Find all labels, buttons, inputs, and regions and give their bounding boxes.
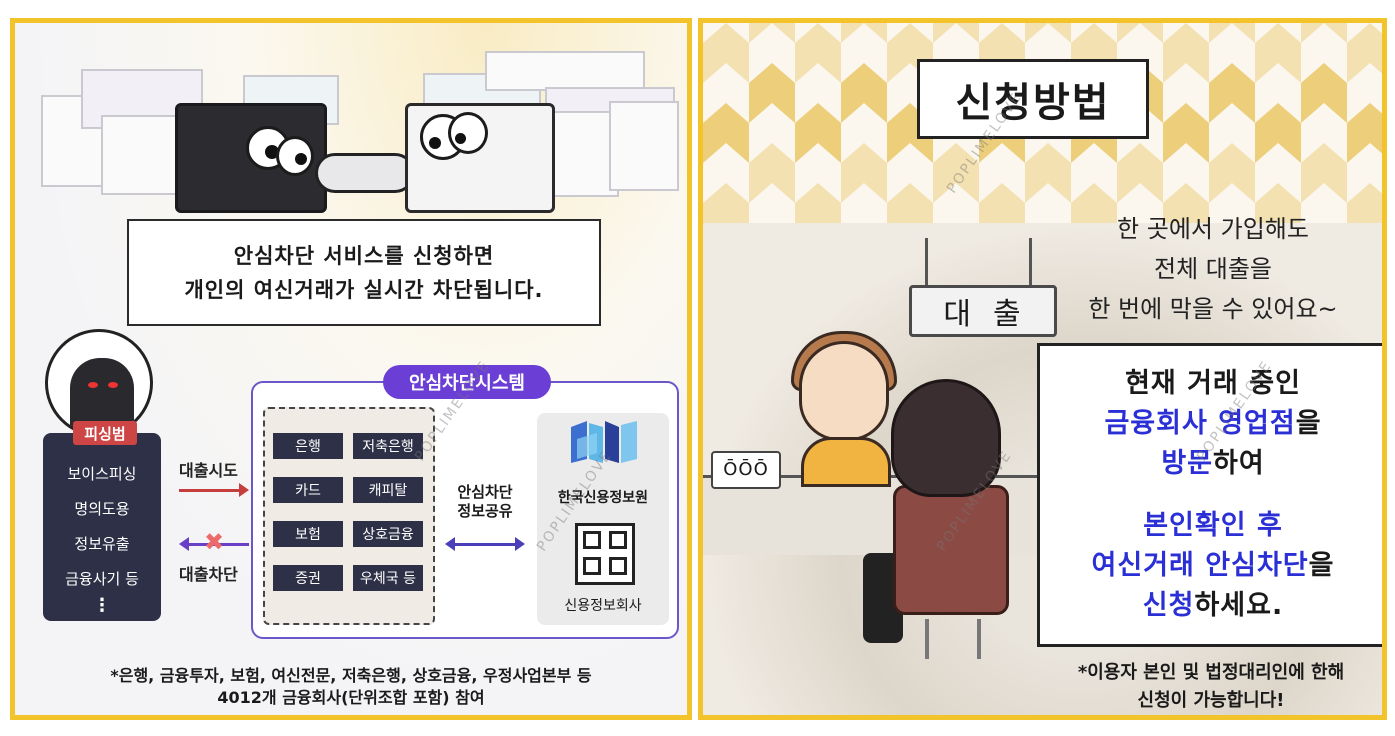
light-phone-character (405, 103, 555, 213)
background-document (609, 101, 679, 191)
teller-face (799, 341, 889, 441)
loan-attempt-label: 대출시도 (179, 461, 238, 480)
kcis-name: 한국신용정보원 (557, 490, 649, 506)
institution-cell: 카드 (273, 477, 343, 503)
institution-cell: 증권 (273, 565, 343, 591)
highlight-text: 신청 (1142, 590, 1195, 621)
intro-line-2: 개인의 여신거래가 실시간 차단됩니다. (184, 277, 544, 302)
background-document (485, 51, 645, 91)
kcis-box: 한국신용정보원 신용정보회사 (537, 413, 669, 625)
institution-cell: 우체국 등 (353, 565, 423, 591)
phishing-list-card: 보이스피싱 명의도용 정보유출 금융사기 등 ⋮ (43, 433, 161, 621)
instruction-line-5: 여신거래 안심차단을 (1092, 546, 1335, 586)
institution-cell: 상호금융 (353, 521, 423, 547)
page-title: 신청방법 (917, 59, 1149, 139)
plain-text: 을 (1308, 550, 1335, 581)
info-share-label: 안심차단 정보공유 (445, 483, 525, 521)
institution-cell: 은행 (273, 433, 343, 459)
dark-phone-character (175, 103, 327, 213)
phishing-tag: 피싱범 (73, 421, 137, 445)
bubble-text: 한 곳에서 가입해도 전체 대출을 한 번에 막을 수 있어요~ (1063, 209, 1363, 329)
bubble-line-2: 전체 대출을 (1153, 255, 1273, 283)
institution-cell: 보험 (273, 521, 343, 547)
chair-icon (893, 485, 1009, 615)
left-footnote: *은행, 금융투자, 보험, 여신전문, 저축은행, 상호금융, 우정사업본부 … (15, 665, 687, 709)
phishing-item: 금융사기 등 (65, 570, 139, 588)
teller-body (801, 437, 891, 487)
intro-text-box: 안심차단 서비스를 신청하면 개인의 여신거래가 실시간 차단됩니다. (127, 219, 601, 326)
left-footnote-line-2: 4012개 금융회사(단위조합 포함) 참여 (217, 688, 485, 707)
character-eye (276, 136, 314, 176)
loan-block-label: 대출차단 (179, 565, 238, 584)
handshake-illustration (315, 153, 415, 193)
right-footnote-line-2: 신청이 가능합니다! (1137, 690, 1285, 711)
loan-counter-sign: 대출 (909, 285, 1057, 337)
loan-attempt-arrow (179, 483, 249, 497)
more-dots: ⋮ (93, 595, 111, 616)
institution-cell: 저축은행 (353, 433, 423, 459)
kcis-logo-icon (571, 421, 637, 463)
instruction-line-4: 본인확인 후 (1143, 506, 1283, 546)
plain-text: 하여 (1213, 448, 1265, 479)
block-x-icon: ✖ (203, 528, 225, 556)
credit-bureau-name: 신용정보회사 (564, 598, 642, 614)
info-share-line-2: 정보공유 (457, 502, 513, 520)
loan-block-arrow (179, 537, 249, 551)
sign-wire (1029, 238, 1032, 288)
instruction-line-3: 방문하여 (1161, 444, 1264, 484)
highlight-text: 방문 (1161, 448, 1213, 479)
system-title: 안심차단시스템 (383, 365, 551, 399)
phishing-item: 명의도용 (74, 500, 130, 518)
sign-wire (925, 238, 928, 288)
right-footnote-line-1: *이용자 본인 및 법정대리인에 한해 (1077, 662, 1345, 683)
instruction-line-2: 금융회사 영업점을 (1104, 404, 1321, 444)
info-share-line-1: 안심차단 (457, 483, 513, 501)
right-footnote: *이용자 본인 및 법정대리인에 한해 신청이 가능합니다! (1033, 659, 1382, 715)
customer-head (891, 379, 1001, 497)
institution-cell: 캐피탈 (353, 477, 423, 503)
bubble-line-3: 한 번에 막을 수 있어요~ (1088, 295, 1338, 323)
highlight-text: 금융회사 영업점 (1104, 408, 1296, 439)
left-panel: 안심차단 서비스를 신청하면 개인의 여신거래가 실시간 차단됩니다. 피싱범 … (10, 18, 692, 720)
instruction-box: 현재 거래 중인 금융회사 영업점을 방문하여 본인확인 후 여신거래 안심차단… (1037, 343, 1382, 647)
character-eye (448, 112, 488, 154)
highlight-text: 본인확인 후 (1143, 510, 1283, 541)
plain-text: 하세요. (1194, 590, 1284, 621)
instruction-line-1: 현재 거래 중인 (1125, 368, 1301, 399)
plain-text: 을 (1295, 408, 1322, 439)
building-icon (575, 523, 635, 585)
instruction-line-6: 신청하세요. (1143, 586, 1283, 626)
financial-institutions-grid: 은행 저축은행 카드 캐피탈 보험 상호금융 증권 우체국 등 (263, 407, 435, 625)
right-panel: 신청방법 한 곳에서 가입해도 전체 대출을 한 번에 막을 수 있어요~ 대출… (698, 18, 1387, 720)
phishing-item: 정보유출 (74, 535, 130, 553)
counter-machine-icon: ŌŌŌ (711, 451, 781, 489)
bubble-line-1: 한 곳에서 가입해도 (1117, 215, 1309, 243)
chair-base (925, 619, 981, 659)
left-footnote-line-1: *은행, 금융투자, 보험, 여신전문, 저축은행, 상호금융, 우정사업본부 … (110, 666, 592, 685)
intro-line-1: 안심차단 서비스를 신청하면 (233, 243, 495, 268)
highlight-text: 여신거래 안심차단 (1091, 550, 1309, 581)
phishing-item: 보이스피싱 (67, 465, 137, 483)
info-share-arrow (445, 537, 525, 551)
